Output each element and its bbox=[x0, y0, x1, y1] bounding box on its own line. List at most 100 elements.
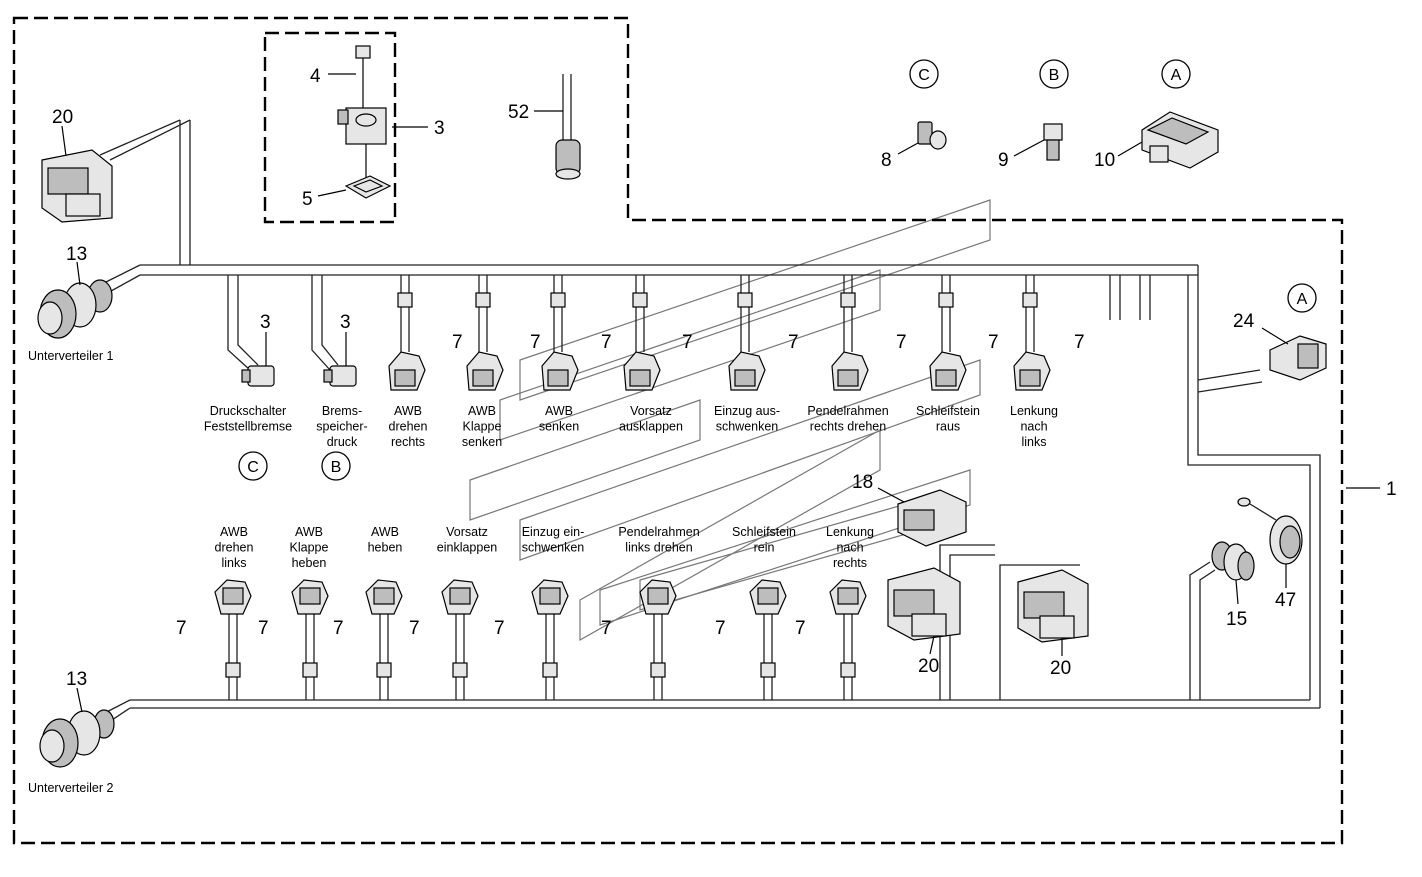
valve-connector-socket bbox=[222, 587, 244, 605]
callout-5: 5 bbox=[302, 189, 313, 210]
callout-47: 47 bbox=[1275, 590, 1296, 611]
ref-b-mid: B bbox=[331, 459, 342, 476]
cable-clip bbox=[397, 292, 413, 308]
valve-connector-socket bbox=[734, 369, 756, 387]
connector-20-top bbox=[41, 149, 113, 223]
callout-7: 7 bbox=[715, 618, 726, 639]
callout-1: 1 bbox=[1386, 479, 1397, 500]
callout-8: 8 bbox=[881, 150, 892, 171]
bottom-function-label-line: Vorsatz bbox=[446, 525, 488, 539]
valve-connector-socket bbox=[472, 369, 494, 387]
top-function-label-line: Lenkung bbox=[1010, 404, 1058, 418]
pressure-switch-park-brake bbox=[241, 365, 275, 387]
top-function-label-line: AWB bbox=[394, 404, 422, 418]
cable-clip bbox=[840, 662, 856, 678]
valve-connector-socket bbox=[757, 587, 779, 605]
circle-references: C B A A C B bbox=[238, 59, 1317, 481]
valve-connector-socket bbox=[629, 369, 651, 387]
cable-52 bbox=[534, 74, 581, 180]
valve-connector-socket bbox=[539, 587, 561, 605]
cable-clip bbox=[1022, 292, 1038, 308]
callout-20-bottom-right: 20 bbox=[1050, 658, 1071, 679]
cable-clip bbox=[650, 662, 666, 678]
valve-connector-socket bbox=[449, 587, 471, 605]
valve-connector-socket bbox=[373, 587, 395, 605]
top-function-label-line: ausklappen bbox=[619, 420, 683, 434]
connector-18 bbox=[877, 487, 967, 547]
valve-connector-socket bbox=[837, 587, 859, 605]
callout-7: 7 bbox=[530, 332, 541, 353]
callout-7: 7 bbox=[452, 332, 463, 353]
connector-13-unterverteiler-2 bbox=[39, 709, 115, 768]
cable-clip bbox=[840, 292, 856, 308]
bottom-function-label-line: links bbox=[221, 556, 246, 570]
top-function-label-line: Feststellbremse bbox=[204, 420, 292, 434]
callout-7: 7 bbox=[176, 618, 187, 639]
callout-13-top: 13 bbox=[66, 244, 87, 265]
bottom-function-label-line: nach bbox=[836, 541, 863, 555]
bottom-function-label-line: AWB bbox=[295, 525, 323, 539]
cable-clip bbox=[737, 292, 753, 308]
callouts: 1 3 4 5 52 8 9 10 20 13 13 3 3 24 18 20 … bbox=[52, 66, 1397, 690]
connector-20-bottom-right bbox=[1017, 569, 1089, 656]
bottom-function-label-line: einklappen bbox=[437, 541, 498, 555]
ref-a-top: A bbox=[1171, 67, 1182, 84]
callout-7: 7 bbox=[494, 618, 505, 639]
bottom-function-label-line: Lenkung bbox=[826, 525, 874, 539]
ref-a-right: A bbox=[1297, 291, 1308, 308]
bottom-function-label-line: Pendelrahmen bbox=[618, 525, 699, 539]
top-function-label-line: Pendelrahmen bbox=[807, 404, 888, 418]
cable-clip bbox=[452, 662, 468, 678]
callout-18: 18 bbox=[852, 472, 873, 493]
top-function-label-line: Einzug aus- bbox=[714, 404, 780, 418]
top-function-label-line: rechts drehen bbox=[810, 420, 886, 434]
cable-clip bbox=[542, 662, 558, 678]
callout-9: 9 bbox=[998, 150, 1009, 171]
top-function-label-line: drehen bbox=[389, 420, 428, 434]
cable-clip bbox=[225, 662, 241, 678]
valve-connector-socket bbox=[547, 369, 569, 387]
callout-24: 24 bbox=[1233, 311, 1255, 332]
part-8-sensor bbox=[897, 121, 947, 155]
bottom-function-label-line: Einzug ein- bbox=[522, 525, 585, 539]
cable-clip bbox=[475, 292, 491, 308]
bottom-function-label-line: schwenken bbox=[522, 541, 585, 555]
cap-47 bbox=[1237, 497, 1303, 588]
part-9-switch bbox=[1013, 123, 1063, 161]
top-function-labels: DruckschalterFeststellbremseBrems-speich… bbox=[204, 404, 1058, 449]
valve-connector-socket bbox=[837, 369, 859, 387]
top-function-label-line: Klappe bbox=[463, 420, 502, 434]
bottom-function-label-line: Schleifstein bbox=[732, 525, 796, 539]
callout-7: 7 bbox=[682, 332, 693, 353]
connector-15 bbox=[1211, 541, 1255, 605]
top-function-label-line: senken bbox=[539, 420, 579, 434]
cable-clip bbox=[550, 292, 566, 308]
top-function-label-line: senken bbox=[462, 435, 502, 449]
cable-clip bbox=[632, 292, 648, 308]
bottom-function-label-line: AWB bbox=[220, 525, 248, 539]
watermark-outline bbox=[469, 199, 991, 642]
top-function-label-line: AWB bbox=[545, 404, 573, 418]
connector-24 bbox=[1261, 327, 1327, 381]
bottom-function-label-line: heben bbox=[292, 556, 327, 570]
bottom-function-label-line: links drehen bbox=[625, 541, 692, 555]
valve-connector-socket bbox=[394, 369, 416, 387]
pressure-switch-brake-accumulator bbox=[323, 365, 357, 387]
top-function-label-line: AWB bbox=[468, 404, 496, 418]
top-function-label-line: raus bbox=[936, 420, 960, 434]
cable-clip bbox=[938, 292, 954, 308]
callout-7: 7 bbox=[258, 618, 269, 639]
bottom-function-label-line: rein bbox=[754, 541, 775, 555]
top-function-label-line: nach bbox=[1020, 420, 1047, 434]
connector-13-unterverteiler-1 bbox=[37, 279, 113, 339]
callout-52: 52 bbox=[508, 102, 529, 123]
part-10-relay-box bbox=[1117, 111, 1219, 169]
top-function-label-line: rechts bbox=[391, 435, 425, 449]
ref-c-mid: C bbox=[247, 459, 259, 476]
top-function-label-line: Vorsatz bbox=[630, 404, 672, 418]
callout-3: 3 bbox=[434, 118, 445, 139]
valve-connector-socket bbox=[1019, 369, 1041, 387]
bottom-branches bbox=[214, 579, 867, 700]
top-function-label-line: Schleifstein bbox=[916, 404, 980, 418]
